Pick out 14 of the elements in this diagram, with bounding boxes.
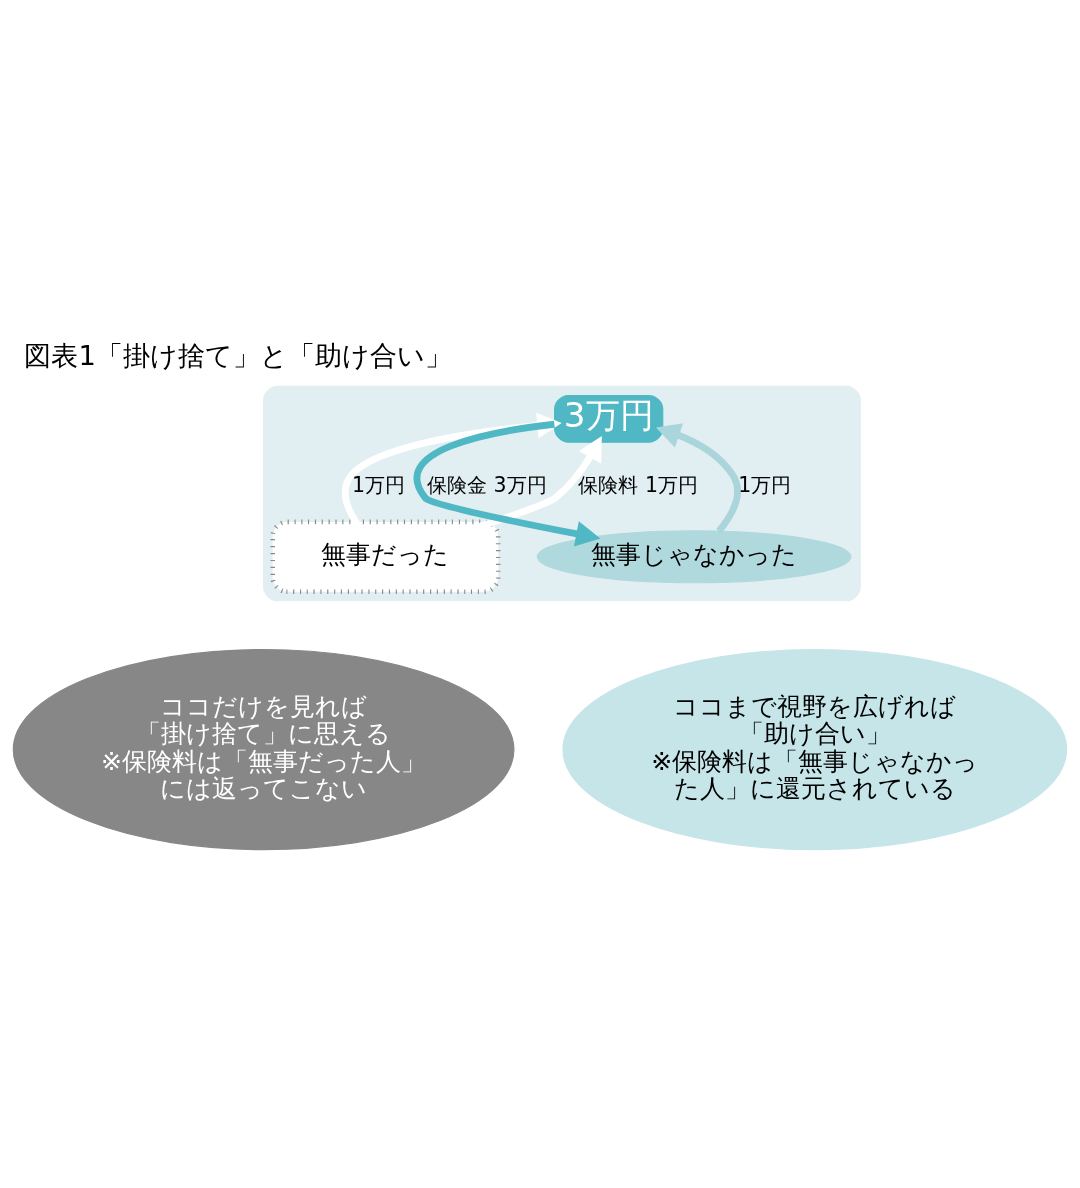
node-ellipse: 無事じゃなかった: [536, 530, 852, 584]
cluster: [270, 519, 501, 594]
cluster: [263, 385, 861, 602]
node-text: 無事だった: [321, 540, 450, 570]
node-ellipse: ココまで視野を広げれば 「助け合い」 ※保険料は「無事じゃなかった人」に還元されている: [562, 648, 1068, 851]
arrow: [655, 423, 741, 534]
edge-label: 保険金 3万円: [427, 472, 547, 497]
arrow: [413, 420, 601, 547]
edge-label: 1万円: [352, 472, 406, 497]
edge-label: 1万円: [738, 472, 792, 497]
diagram-title: 図表1「掛け捨て」と「助け合い」: [24, 339, 452, 371]
node-box: 3万円: [554, 394, 664, 443]
node-ellipse: ココだけを見れば 「掛け捨て」に思える ※保険料は「無事だった人」には返ってこない: [12, 648, 515, 851]
edge-label: 保険料 1万円: [578, 472, 699, 497]
